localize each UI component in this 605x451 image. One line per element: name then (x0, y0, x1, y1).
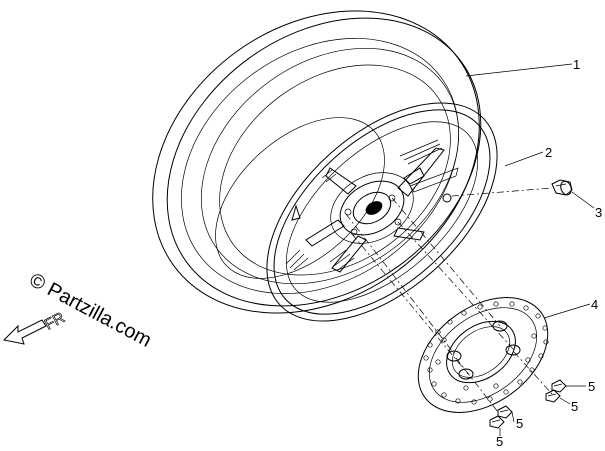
callout-1: 1 (573, 57, 580, 72)
disc-bolt[interactable] (545, 389, 561, 403)
valve-stem[interactable] (551, 179, 573, 197)
rim[interactable] (186, 62, 537, 363)
valve-axis (451, 187, 553, 197)
brake-disc[interactable] (397, 274, 570, 436)
callout-5a: 5 (588, 379, 595, 394)
disc-bolt[interactable] (551, 379, 567, 393)
watermark: © Partzilla.com (26, 269, 155, 352)
tire[interactable] (94, 0, 539, 375)
callout-5d: 5 (496, 434, 503, 449)
disc-vent-holes (423, 301, 549, 405)
callout-4: 4 (591, 297, 598, 312)
callout-2: 2 (545, 145, 552, 160)
front-direction-arrow-icon (2, 319, 47, 345)
leader-lines (465, 63, 595, 436)
callout-5b: 5 (571, 399, 578, 414)
assembly-axes (345, 197, 553, 413)
disc-bolt[interactable] (489, 415, 505, 429)
callout-5c: 5 (516, 416, 523, 431)
direction-label: FR (42, 309, 68, 333)
disc-bolt[interactable] (497, 405, 513, 419)
callout-3: 3 (595, 205, 602, 220)
